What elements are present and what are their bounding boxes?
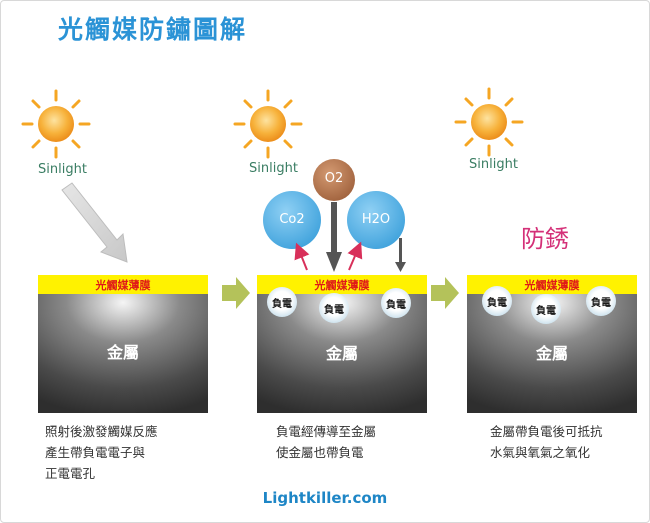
blocked-arrow (294, 242, 310, 271)
o2-molecule (313, 159, 355, 201)
o2-arrow (326, 202, 342, 272)
sunlight-label: Sinlight (469, 157, 518, 172)
rust-prevention-label: 防銹 (521, 225, 569, 253)
arrow-icon (222, 277, 250, 309)
sun-icon (21, 89, 91, 159)
step-description: 負電經傳導至金屬 使金屬也帶負電 (276, 424, 377, 460)
film-label: 光觸媒薄膜 (95, 279, 151, 292)
negative-charge-label: 負電 (591, 298, 611, 309)
sunlight-label: Sinlight (249, 161, 298, 176)
h2o-molecule (347, 191, 405, 249)
o2-label: O2 (324, 171, 344, 186)
charge-circle (319, 293, 349, 323)
arrow-icon (431, 277, 459, 309)
metal-block (38, 293, 208, 413)
blocked-arrow (347, 241, 363, 271)
sun-icon (454, 87, 524, 157)
metal-label: 金屬 (535, 344, 568, 363)
co2-molecule (263, 191, 321, 249)
co2-label: Co2 (279, 212, 305, 227)
light-ray-arrow (61, 182, 128, 263)
h2o-arrow (395, 238, 406, 272)
sun-icon (233, 89, 303, 159)
charge-circle (482, 286, 512, 316)
film-label: 光觸媒薄膜 (524, 279, 580, 292)
negative-charge-label: 負電 (272, 299, 292, 310)
negative-charge-label: 負電 (386, 300, 406, 311)
charge-circle (531, 294, 561, 324)
negative-charge-label: 負電 (536, 306, 556, 317)
film-label: 光觸媒薄膜 (314, 279, 370, 292)
step-description: 照射後激發觸媒反應 產生帶負電電子與 正電電孔 (45, 424, 158, 481)
metal-label: 金屬 (106, 343, 139, 362)
step-description: 金屬帶負電後可抵抗 水氣與氧氣之氧化 (490, 424, 603, 460)
page-title: 光觸媒防鏽圖解 (58, 15, 248, 44)
negative-charge-label: 負電 (487, 298, 507, 309)
charge-circle (586, 286, 616, 316)
negative-charge-label: 負電 (324, 305, 344, 316)
photocatalyst-film (38, 275, 208, 294)
charge-circle (381, 288, 411, 318)
h2o-label: H2O (361, 212, 391, 227)
metal-label: 金屬 (325, 344, 358, 363)
charge-circle (267, 287, 297, 317)
photocatalyst-film (257, 275, 427, 294)
footer-site-name: Lightkiller.com (262, 489, 388, 507)
sunlight-label: Sinlight (38, 162, 87, 177)
